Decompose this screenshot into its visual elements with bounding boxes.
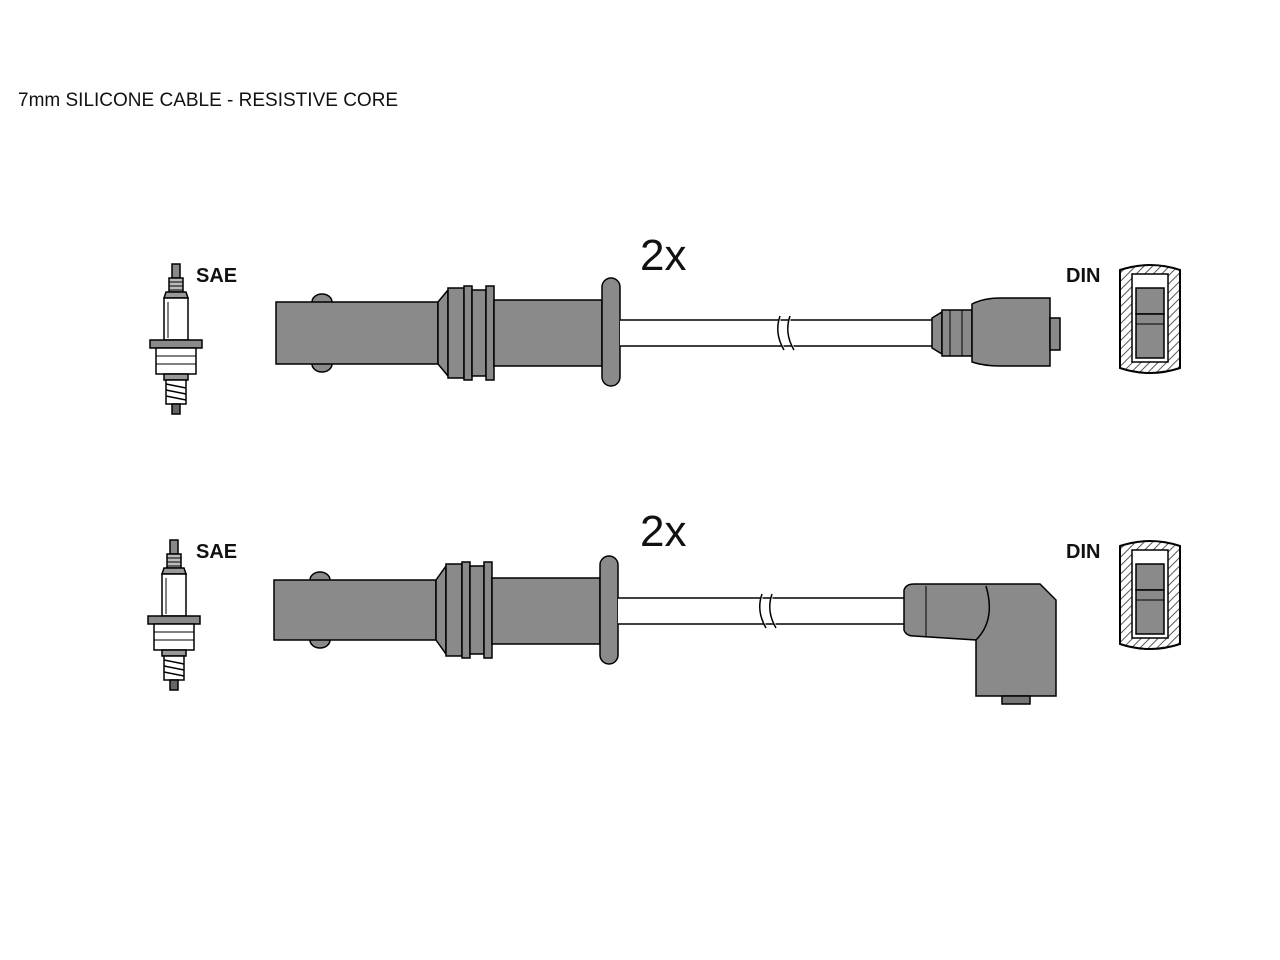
- plug-boot-1: [275, 277, 621, 387]
- plug-label-1: SAE: [196, 265, 237, 287]
- plug-boot-2: [273, 555, 619, 665]
- din-connector-icon: [1119, 264, 1181, 374]
- spark-plug-icon: [149, 263, 203, 415]
- quantity-label-2: 2x: [640, 507, 686, 556]
- cable-row-2: SAE 2x DIN: [147, 507, 1181, 705]
- cable-2: [618, 593, 904, 629]
- end-label-2: DIN: [1066, 541, 1100, 563]
- din-connector-icon: [1119, 540, 1181, 650]
- end-label-1: DIN: [1066, 265, 1100, 287]
- cable-row-1: SAE 2x DIN: [149, 231, 1181, 415]
- diagram-title: 7mm SILICONE CABLE - RESISTIVE CORE: [18, 90, 398, 111]
- terminal-angled-2: [903, 583, 1057, 705]
- terminal-straight-1: [931, 297, 1061, 367]
- spark-plug-icon: [147, 539, 201, 691]
- quantity-label-1: 2x: [640, 231, 686, 280]
- cable-1: [620, 315, 932, 351]
- plug-label-2: SAE: [196, 541, 237, 563]
